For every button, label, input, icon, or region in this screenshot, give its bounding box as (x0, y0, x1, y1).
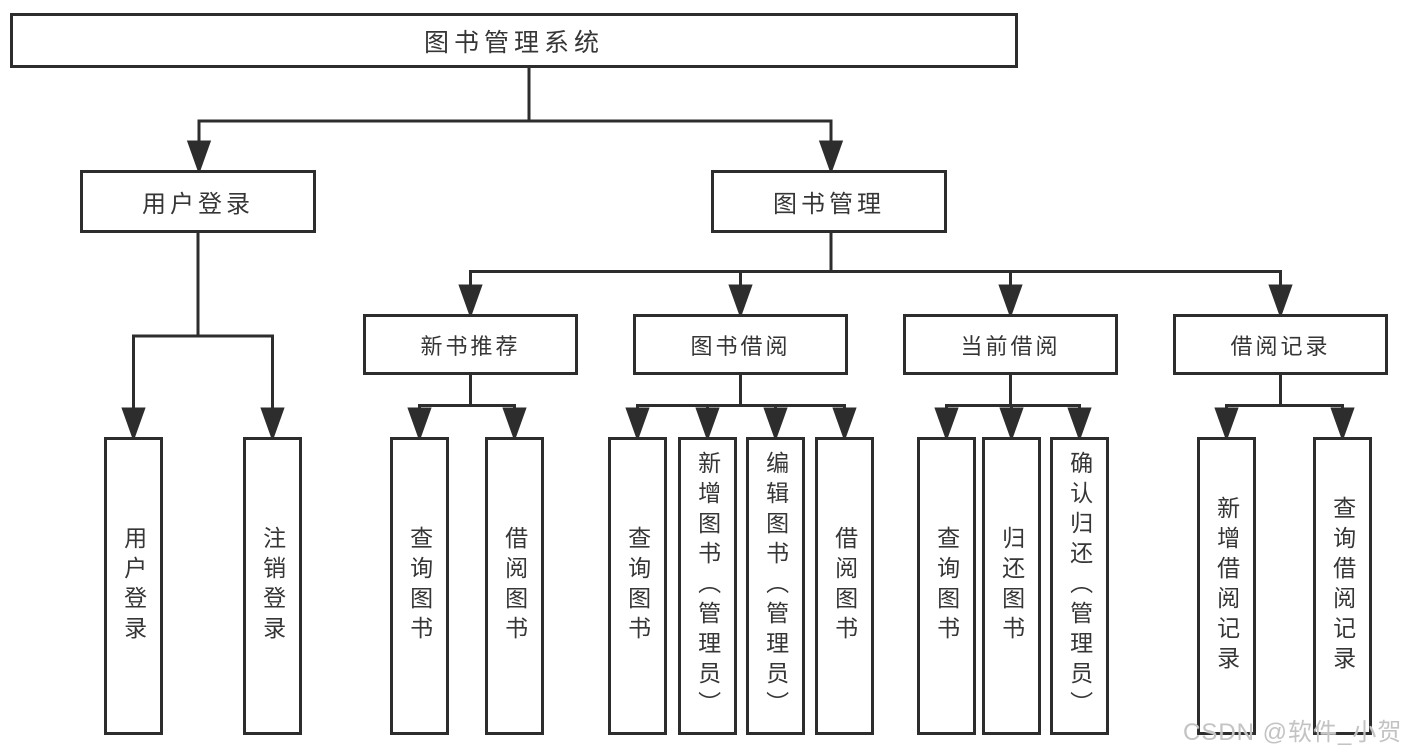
connector-book-management-to-level3 (458, 233, 1293, 319)
connector-new-book-recommend-to-leaves (407, 375, 527, 442)
watermark: CSDN @软件_小贺同学 (1183, 719, 1403, 746)
node-label: 编辑图书（管理员） (762, 451, 789, 721)
leaf-query-books-recommend: 查询图书 (390, 437, 449, 735)
node-label: 确认归还（管理员） (1066, 451, 1093, 721)
node-new-book-recommend: 新书推荐 (363, 314, 578, 375)
node-label: 查询图书 (933, 526, 960, 646)
node-book-borrow: 图书借阅 (633, 314, 848, 375)
connector-root-to-level2 (186, 68, 844, 175)
node-root: 图书管理系统 (10, 13, 1018, 68)
leaf-query-borrow-record: 查询借阅记录 (1313, 437, 1372, 735)
connector-user-login-to-leaves (121, 233, 285, 442)
node-label: 新增借阅记录 (1213, 496, 1240, 676)
node-label: 图书管理 (773, 191, 885, 218)
leaf-user-login: 用户登录 (104, 437, 163, 735)
node-label: 当前借阅 (960, 333, 1061, 359)
node-label: 图书管理系统 (423, 28, 604, 57)
leaf-add-books-admin: 新增图书（管理员） (678, 437, 737, 735)
leaf-add-borrow-record: 新增借阅记录 (1197, 437, 1256, 735)
leaf-borrow-books: 借阅图书 (815, 437, 874, 735)
leaf-confirm-return-admin: 确认归还（管理员） (1050, 437, 1109, 735)
node-book-management: 图书管理 (711, 170, 947, 233)
node-label: 查询图书 (406, 526, 433, 646)
leaf-return-books: 归还图书 (982, 437, 1041, 735)
node-label: 新增图书（管理员） (694, 451, 721, 721)
node-user-login: 用户登录 (80, 170, 316, 233)
node-label: 注销登录 (259, 526, 286, 646)
node-current-borrow: 当前借阅 (903, 314, 1118, 375)
leaf-query-books-borrow: 查询图书 (608, 437, 667, 735)
node-label: 归还图书 (998, 526, 1025, 646)
node-label: 查询图书 (624, 526, 651, 646)
node-label: 新书推荐 (420, 333, 521, 359)
connector-borrow-records-to-leaves (1214, 375, 1355, 442)
leaf-borrow-books-recommend: 借阅图书 (485, 437, 544, 735)
node-label: 用户登录 (142, 191, 254, 218)
connector-current-borrow-to-leaves (934, 375, 1092, 442)
node-label: 借阅图书 (831, 526, 858, 646)
leaf-query-books-current: 查询图书 (917, 437, 976, 735)
node-label: 借阅图书 (501, 526, 528, 646)
connector-book-borrow-to-leaves (625, 375, 857, 442)
node-borrow-records: 借阅记录 (1173, 314, 1388, 375)
node-label: 图书借阅 (690, 333, 791, 359)
leaf-logout: 注销登录 (243, 437, 302, 735)
node-label: 借阅记录 (1230, 333, 1331, 359)
node-label: 用户登录 (120, 526, 147, 646)
leaf-edit-books-admin: 编辑图书（管理员） (746, 437, 805, 735)
node-label: 查询借阅记录 (1329, 496, 1356, 676)
